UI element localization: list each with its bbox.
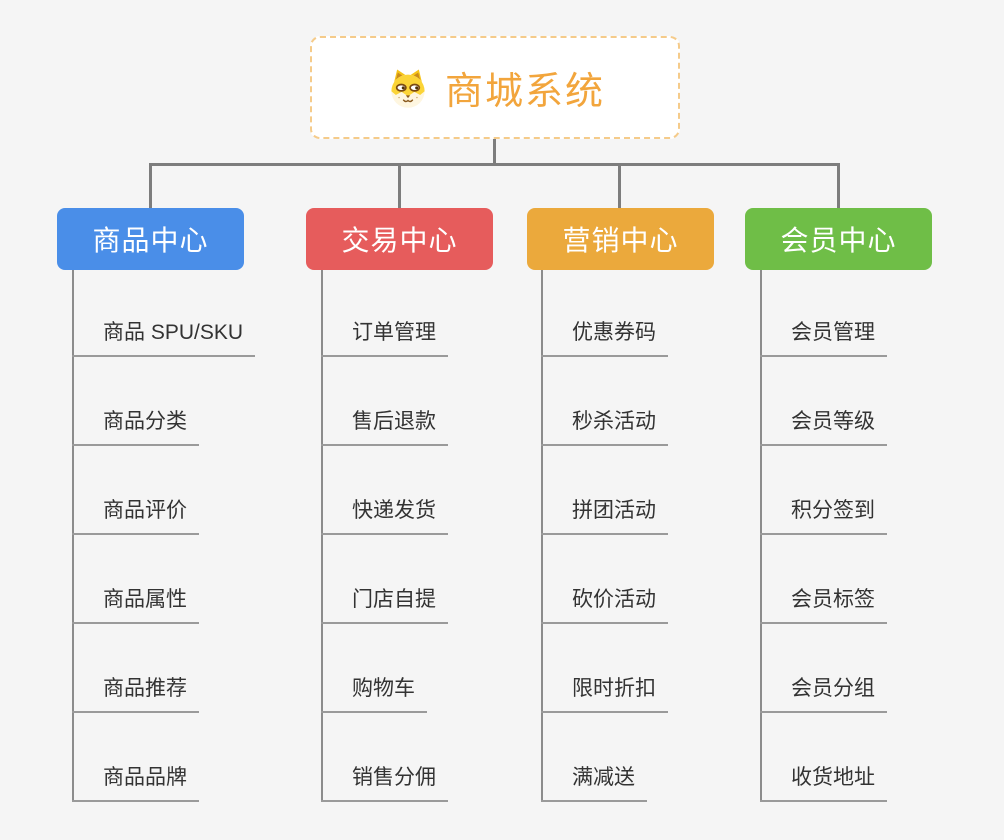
child-node[interactable]: 门店自提 xyxy=(321,587,448,624)
child-node[interactable]: 商品评价 xyxy=(72,498,199,535)
child-node[interactable]: 满减送 xyxy=(541,765,647,802)
column-spine-line xyxy=(321,270,323,802)
child-node[interactable]: 限时折扣 xyxy=(541,676,668,713)
branch-node-member-center[interactable]: 会员中心 xyxy=(745,208,932,270)
column-spine-line xyxy=(541,270,543,802)
child-node[interactable]: 会员分组 xyxy=(760,676,887,713)
branch-connector-drop xyxy=(837,165,840,210)
branch-connector-drop xyxy=(398,165,401,210)
child-node[interactable]: 积分签到 xyxy=(760,498,887,535)
child-node[interactable]: 会员管理 xyxy=(760,320,887,357)
child-node[interactable]: 会员标签 xyxy=(760,587,887,624)
child-node[interactable]: 订单管理 xyxy=(321,320,448,357)
child-node[interactable]: 销售分佣 xyxy=(321,765,448,802)
branch-node-trade-center[interactable]: 交易中心 xyxy=(306,208,493,270)
child-node[interactable]: 商品推荐 xyxy=(72,676,199,713)
child-node[interactable]: 优惠券码 xyxy=(541,320,668,357)
child-node[interactable]: 商品 SPU/SKU xyxy=(72,320,256,357)
child-node[interactable]: 商品品牌 xyxy=(72,765,199,802)
column-spine-line xyxy=(72,270,74,802)
child-node[interactable]: 会员等级 xyxy=(760,409,887,446)
child-node[interactable]: 购物车 xyxy=(321,676,427,713)
branch-node-product-center[interactable]: 商品中心 xyxy=(57,208,244,270)
branch-label: 商品中心 xyxy=(92,225,209,256)
root-node-mall-system[interactable]: 商城系统 xyxy=(310,36,680,139)
branch-node-marketing-center[interactable]: 营销中心 xyxy=(527,208,714,270)
child-node[interactable]: 收货地址 xyxy=(760,765,887,802)
branch-connector-bar xyxy=(149,163,840,166)
child-node[interactable]: 商品分类 xyxy=(72,409,199,446)
branch-label: 会员中心 xyxy=(780,225,897,256)
dog-face-icon xyxy=(391,68,425,108)
branch-label: 交易中心 xyxy=(341,225,458,256)
child-node[interactable]: 商品属性 xyxy=(72,587,199,624)
branch-connector-drop xyxy=(618,165,621,210)
root-connector-stub xyxy=(493,139,496,164)
child-node[interactable]: 快递发货 xyxy=(321,498,448,535)
branch-connector-drop xyxy=(149,165,152,210)
child-node[interactable]: 秒杀活动 xyxy=(541,409,668,446)
branch-label: 营销中心 xyxy=(562,225,679,256)
child-node[interactable]: 售后退款 xyxy=(321,409,448,446)
child-node[interactable]: 砍价活动 xyxy=(541,587,668,624)
root-node-title: 商城系统 xyxy=(444,71,605,113)
column-spine-line xyxy=(760,270,762,802)
child-node[interactable]: 拼团活动 xyxy=(541,498,668,535)
